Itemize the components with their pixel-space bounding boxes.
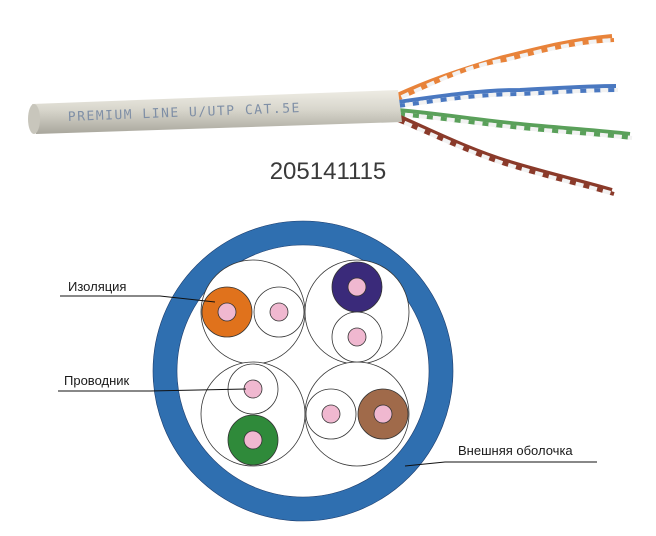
leader-line-conductor — [58, 388, 247, 392]
conductor — [373, 404, 393, 424]
conductor — [269, 302, 289, 322]
conductor — [347, 327, 367, 347]
conductor — [321, 404, 341, 424]
label-insulation: Изоляция — [68, 279, 127, 294]
conductor — [347, 277, 367, 297]
twisted-pair-green — [397, 108, 633, 140]
twisted-pair-brown — [397, 114, 615, 196]
cross-section — [58, 220, 597, 522]
twisted-pair-blue — [397, 84, 619, 108]
leader-line-outer-jacket — [404, 461, 597, 467]
cable-photo: PREMIUM LINE U/UTP CAT.5E — [28, 34, 633, 196]
label-conductor: Проводник — [64, 373, 130, 388]
conductor — [217, 302, 237, 322]
part-number: 205141115 — [269, 158, 387, 185]
conductor — [243, 379, 263, 399]
outer-jacket-ring — [153, 221, 453, 521]
twisted-pair-orange — [394, 34, 615, 102]
label-outer-jacket: Внешняя оболочка — [458, 443, 573, 458]
cable-end — [28, 104, 40, 134]
conductor — [243, 430, 263, 450]
leader-line-insulation — [60, 295, 216, 303]
cable-jacket — [32, 90, 402, 134]
